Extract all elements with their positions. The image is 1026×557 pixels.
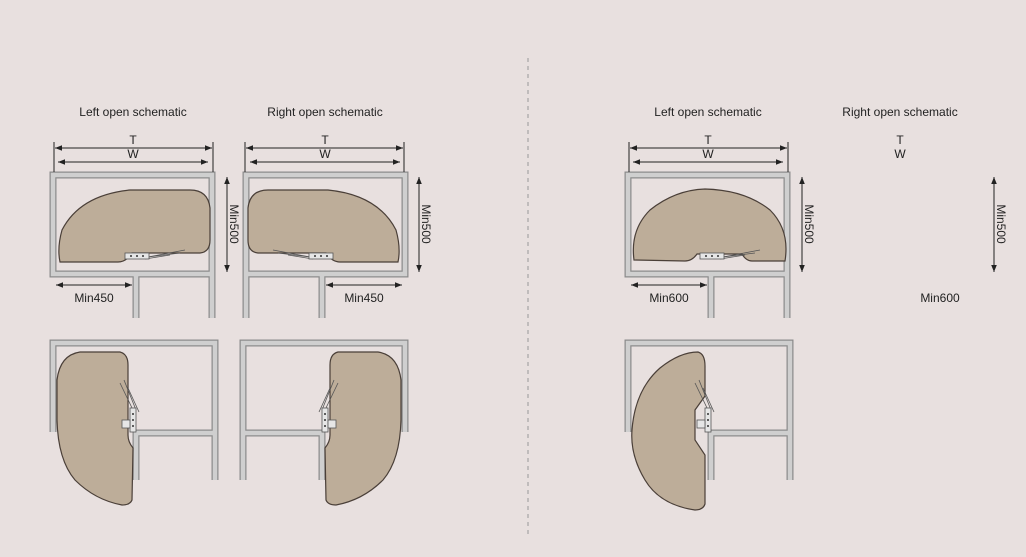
dim-w-label: W xyxy=(319,147,331,161)
panel-right-open-1: Right open schematic T W Min500 Min450 xyxy=(243,105,433,506)
dim-width-label: Min450 xyxy=(344,291,384,305)
tray-top-view xyxy=(58,189,211,263)
panel-title: Right open schematic xyxy=(842,105,957,119)
dim-width-label: Min600 xyxy=(920,291,960,305)
dim-height-label: Min500 xyxy=(802,204,816,244)
dim-t-label: T xyxy=(321,133,329,147)
dim-height-label: Min500 xyxy=(994,204,1008,244)
dim-width-label: Min450 xyxy=(74,291,114,305)
dim-w-label: W xyxy=(894,147,906,161)
group-1: Left open schematic T W Min500 Min450 Ri… xyxy=(53,105,433,506)
dim-t-label: T xyxy=(896,133,904,147)
panel-left-open-2: Left open schematic T W Min500 Min600 xyxy=(628,105,816,511)
dim-height-label: Min500 xyxy=(419,204,433,244)
panel-title: Right open schematic xyxy=(267,105,382,119)
dim-w-label: W xyxy=(702,147,714,161)
panel-title: Left open schematic xyxy=(654,105,761,119)
dim-height-label: Min500 xyxy=(227,204,241,244)
panel-title: Left open schematic xyxy=(79,105,186,119)
panel-left-open-1: Left open schematic T W Min500 Min450 xyxy=(53,105,241,506)
dim-t-label: T xyxy=(129,133,137,147)
dim-t-label: T xyxy=(704,133,712,147)
dim-width-label: Min600 xyxy=(649,291,689,305)
tray-top-view xyxy=(632,188,787,262)
tray-rotated-view xyxy=(631,351,706,511)
group-2: Left open schematic T W Min500 Min600 Ri… xyxy=(628,105,1008,511)
panel-right-open-2: Right open schematic T W Min500 Min600 xyxy=(842,105,1008,305)
dim-w-label: W xyxy=(127,147,139,161)
tray-rotated-view xyxy=(56,351,134,506)
